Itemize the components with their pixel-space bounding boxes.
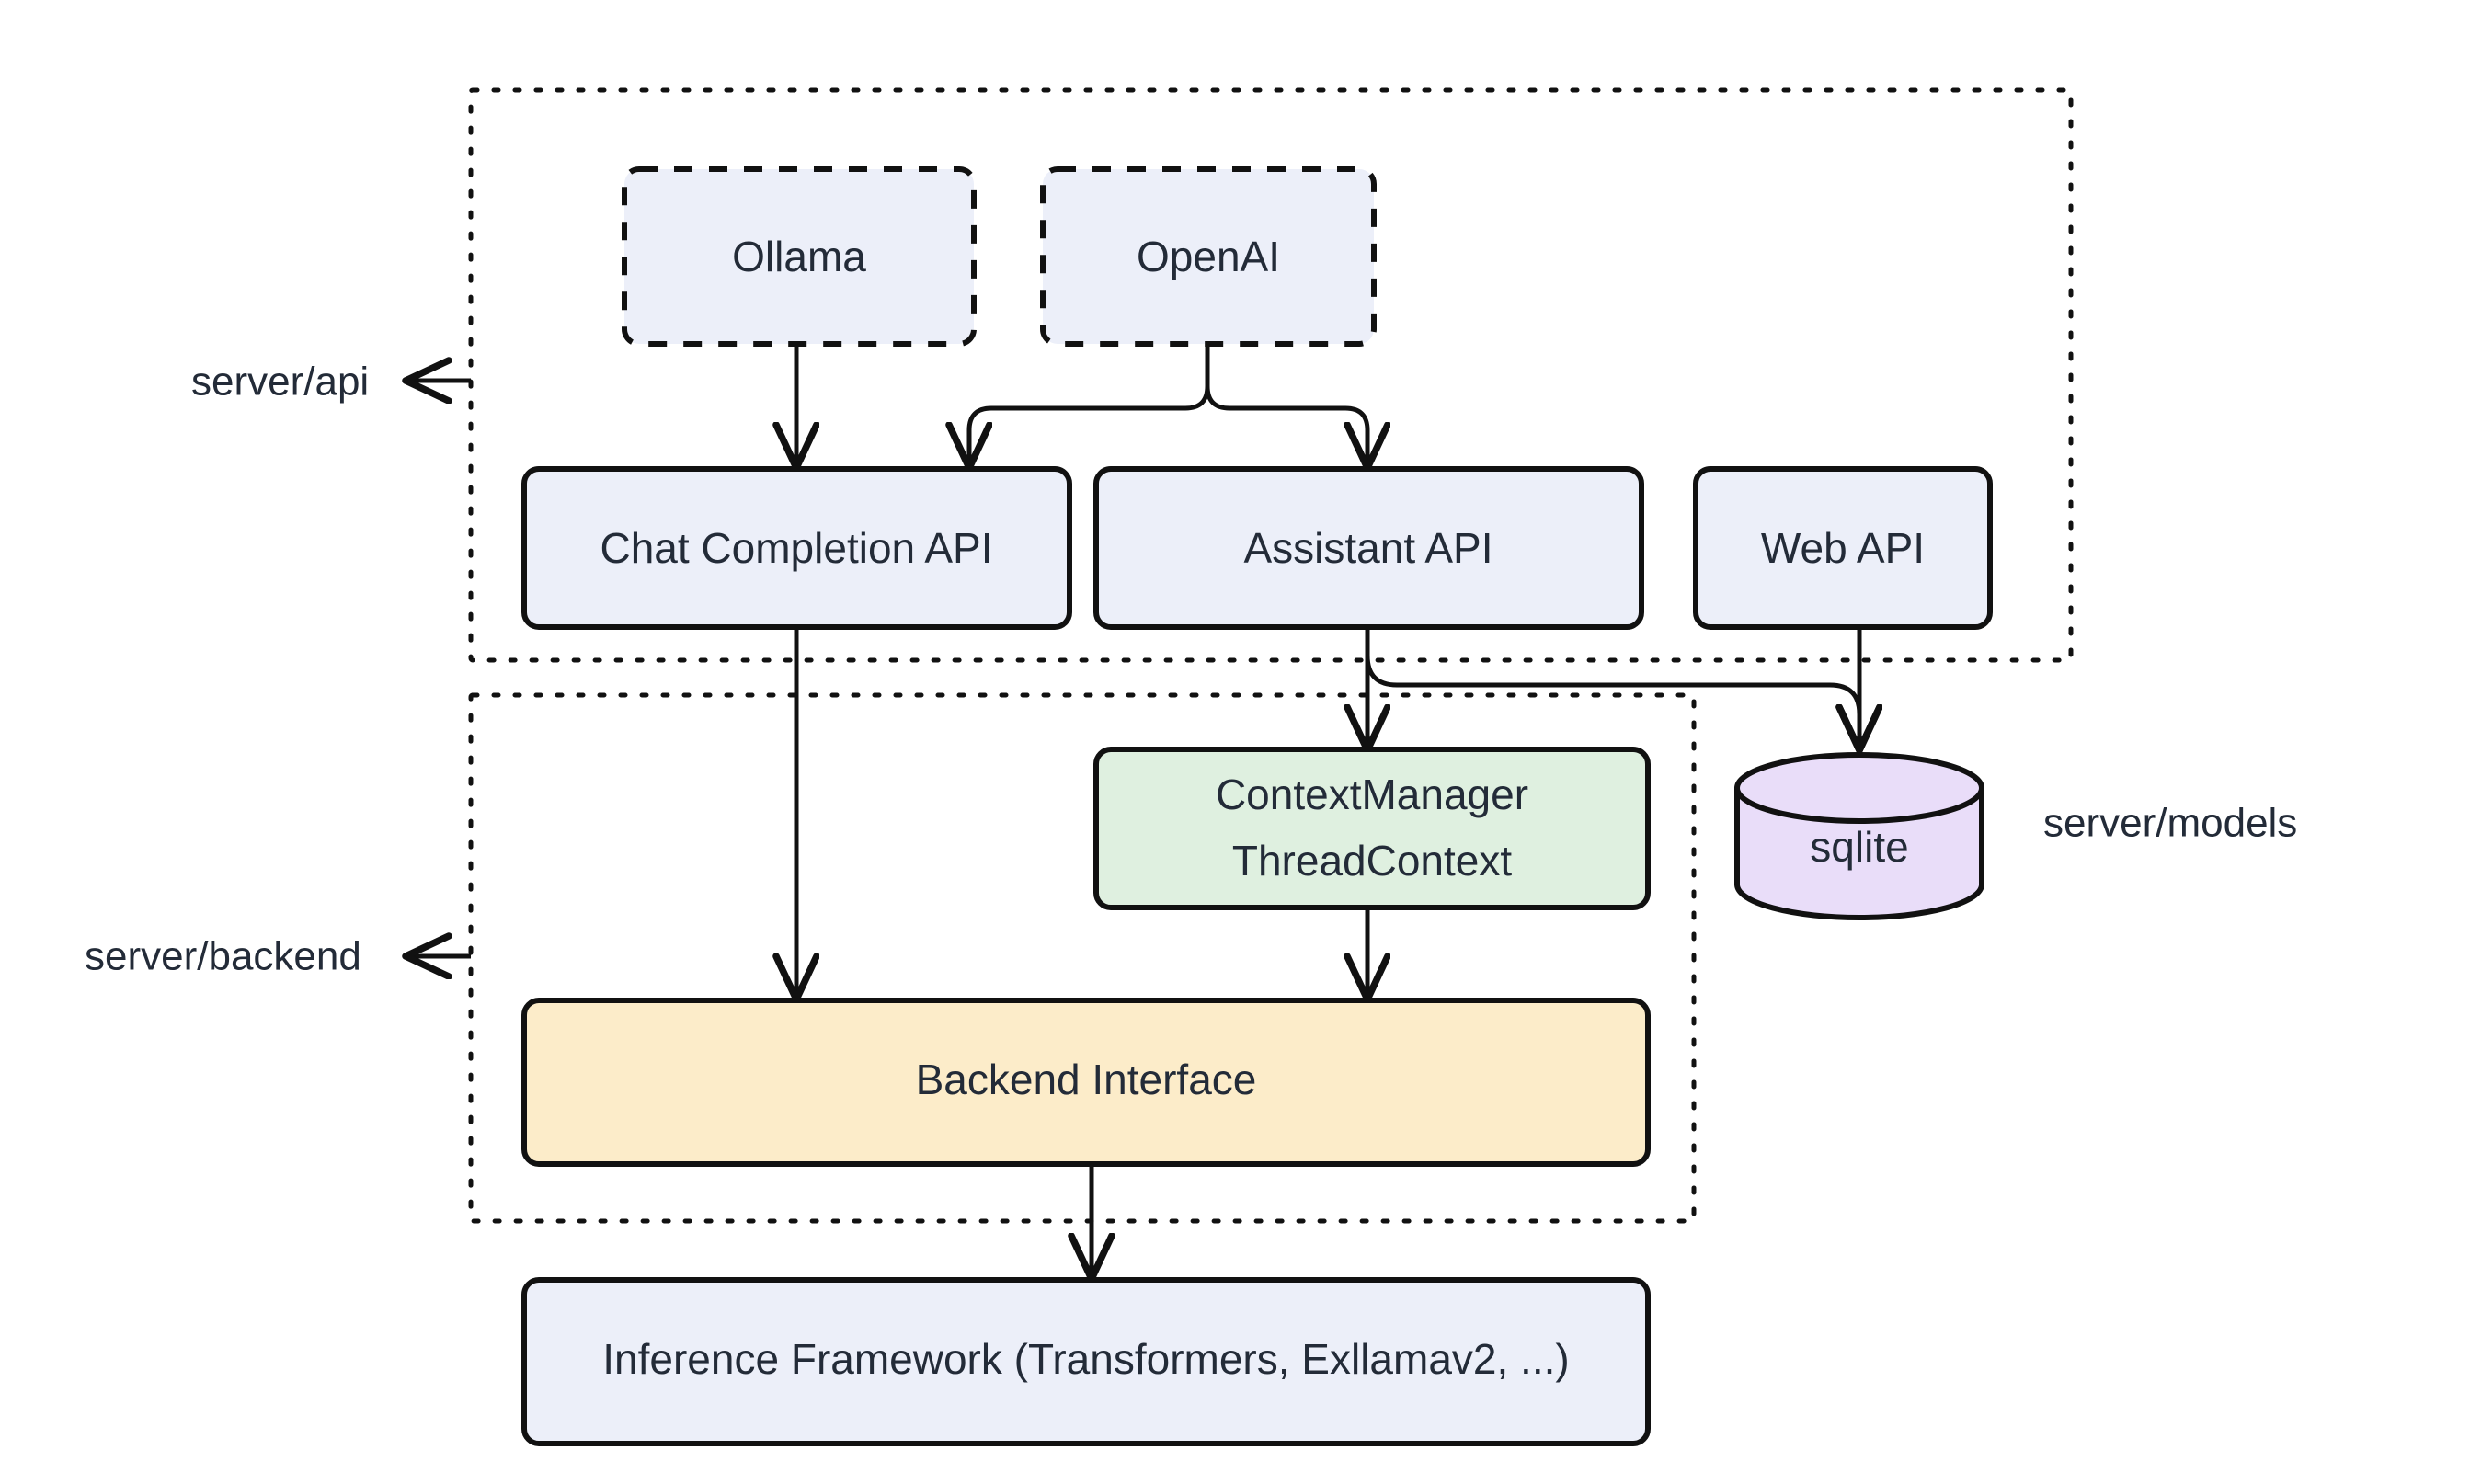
node-backend-interface[interactable]: Backend Interface — [521, 998, 1651, 1167]
node-chat-completion-api[interactable]: Chat Completion API — [521, 466, 1072, 630]
node-context-manager-shape — [1093, 747, 1651, 910]
node-inference-framework-label: Inference Framework (Transformers, Exlla… — [602, 1335, 1569, 1383]
node-web-api-label: Web API — [1761, 524, 1925, 572]
node-backend-interface-label: Backend Interface — [916, 1056, 1257, 1103]
edge-openai-to-assistant-api — [1205, 385, 1367, 464]
node-chat-completion-api-label: Chat Completion API — [600, 524, 992, 572]
node-sqlite[interactable]: sqlite — [1734, 752, 1984, 920]
node-sqlite-body — [1734, 785, 1984, 920]
edge-openai-to-chat-completion-api — [969, 385, 1210, 464]
node-sqlite-label: sqlite — [1810, 823, 1908, 871]
group-label-server-api-text: server/api — [191, 360, 369, 405]
node-web-api[interactable]: Web API — [1693, 466, 1993, 630]
group-label-server-backend-text: server/backend — [85, 934, 361, 979]
node-inference-framework[interactable]: Inference Framework (Transformers, Exlla… — [521, 1277, 1651, 1446]
node-context-manager-label-line1: ContextManager — [1216, 771, 1528, 818]
group-server-api-border — [468, 87, 2074, 663]
node-context-manager-label-line2: ThreadContext — [1232, 837, 1512, 885]
node-inference-framework-shape — [521, 1277, 1651, 1446]
node-ollama[interactable]: Ollama — [622, 166, 977, 347]
node-assistant-api-shape — [1093, 466, 1644, 630]
node-backend-interface-shape — [521, 998, 1651, 1167]
group-label-server-models-text: server/models — [2043, 801, 2297, 846]
group-server-backend — [468, 692, 1697, 1224]
group-label-server-models: server/models — [2043, 801, 2297, 846]
node-context-manager[interactable]: ContextManager ThreadContext — [1093, 747, 1651, 910]
group-server-backend-border — [468, 692, 1697, 1224]
node-assistant-api[interactable]: Assistant API — [1093, 466, 1644, 630]
node-ollama-label: Ollama — [732, 233, 866, 280]
node-assistant-api-label: Assistant API — [1243, 524, 1492, 572]
node-web-api-shape — [1693, 466, 1993, 630]
edge-assistant-api-to-sqlite — [1365, 655, 1859, 747]
group-label-server-api: server/api — [191, 360, 471, 405]
node-openai[interactable]: OpenAI — [1040, 166, 1377, 347]
node-openai-label: OpenAI — [1137, 233, 1280, 280]
node-sqlite-top — [1734, 752, 1984, 824]
node-chat-completion-api-shape — [521, 466, 1072, 630]
node-ollama-shape — [622, 166, 977, 347]
node-openai-shape — [1040, 166, 1377, 347]
group-label-server-backend: server/backend — [85, 934, 471, 979]
group-server-api — [468, 87, 2074, 663]
